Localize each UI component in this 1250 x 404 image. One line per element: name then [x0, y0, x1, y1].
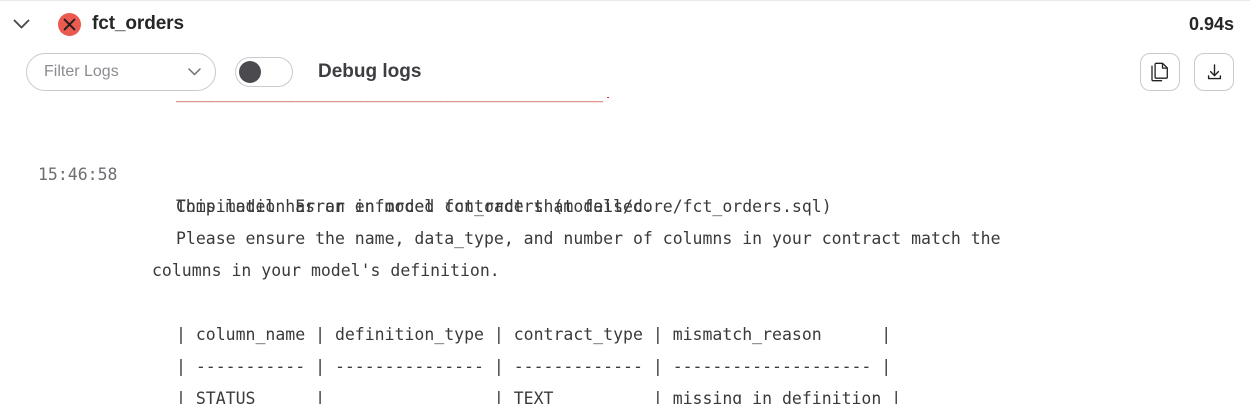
download-icon	[1205, 63, 1224, 82]
log-entry: columns in your model's definition.	[0, 223, 500, 319]
page-title: fct_orders	[92, 13, 184, 34]
log-table-separator: | ----------- | --------------- | ------…	[176, 357, 892, 376]
error-circle-x-icon	[58, 12, 81, 36]
chevron-down-icon	[188, 68, 201, 76]
toggle-knob	[239, 61, 261, 83]
log-table-separator-row: | ----------- | --------------- | ------…	[0, 319, 891, 404]
log-table-cells: | STATUS | | TEXT | missing in definitio…	[176, 389, 902, 404]
log-table-header-row: | column_name | definition_type | contra…	[0, 287, 891, 383]
filter-logs-label: Filter Logs	[44, 63, 119, 80]
log-entry: This model has an enforced contract that…	[0, 159, 653, 255]
log-line-clipped: ________________________________________…	[176, 97, 613, 109]
log-message-line: Compilation Error in model fct_orders (m…	[176, 197, 832, 216]
log-table-row: | STATUS | | TEXT | missing in definitio…	[0, 351, 901, 404]
filter-logs-select[interactable]: Filter Logs	[26, 53, 216, 91]
copy-documents-icon	[1151, 62, 1169, 82]
download-logs-button[interactable]	[1194, 53, 1234, 91]
log-table-header: | column_name | definition_type | contra…	[176, 325, 892, 344]
expand-collapse-chevron-down-icon[interactable]	[6, 9, 36, 39]
log-message-line: columns in your model's definition.	[152, 261, 500, 280]
log-toolbar: Filter Logs Debug logs	[0, 47, 1250, 97]
log-message-line: Please ensure the name, data_type, and n…	[176, 229, 1001, 248]
log-timestamp: 15:46:58	[38, 165, 118, 184]
copy-logs-button[interactable]	[1140, 53, 1180, 91]
step-header: fct_orders 0.94s	[0, 1, 1250, 47]
log-message-line: This model has an enforced contract that…	[176, 197, 653, 216]
debug-logs-toggle[interactable]	[235, 57, 293, 87]
log-output[interactable]: ________________________________________…	[0, 97, 1250, 404]
log-entry: 15:46:58 Compilation Error in model fct_…	[0, 127, 832, 255]
debug-logs-label: Debug logs	[318, 61, 422, 82]
step-duration: 0.94s	[1188, 13, 1234, 34]
log-entry: Please ensure the name, data_type, and n…	[0, 191, 1001, 287]
